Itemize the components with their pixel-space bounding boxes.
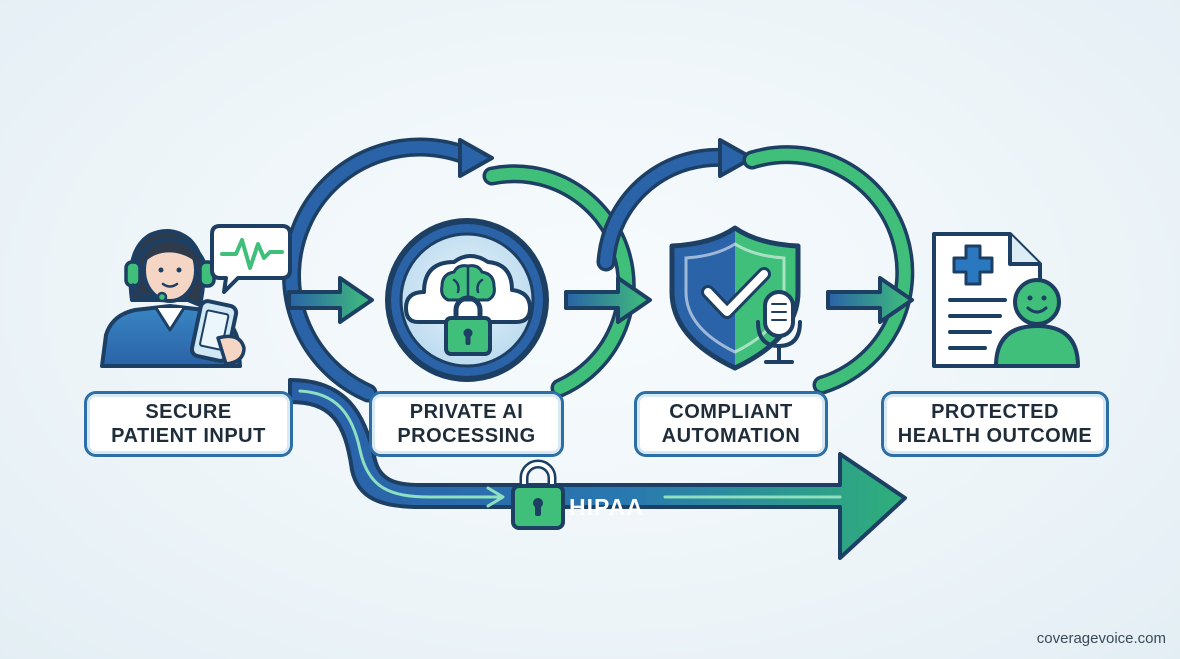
connector-arrow-1 bbox=[287, 276, 374, 324]
stage-label-automation: COMPLIANT AUTOMATION bbox=[634, 391, 828, 457]
hipaa-label: HIPAA bbox=[569, 494, 644, 520]
agent-headset-icon bbox=[100, 229, 246, 368]
hipaa-band-arrow bbox=[288, 378, 907, 560]
padlock-icon bbox=[511, 459, 565, 530]
stage-label-automation-line1: COMPLIANT bbox=[669, 401, 793, 423]
stage-label-input: SECURE PATIENT INPUT bbox=[84, 391, 293, 457]
stage-label-outcome-line1: PROTECTED bbox=[931, 401, 1059, 423]
stage-label-ai: PRIVATE AI PROCESSING bbox=[369, 391, 564, 457]
stage-label-input-line1: SECURE bbox=[145, 401, 232, 423]
stage-label-ai-line1: PRIVATE AI bbox=[409, 401, 524, 423]
speech-bubble-waveform-icon bbox=[210, 224, 292, 294]
stage-label-automation-line2: AUTOMATION bbox=[661, 425, 801, 447]
stage-label-input-line2: PATIENT INPUT bbox=[111, 425, 266, 447]
stage-label-ai-line2: PROCESSING bbox=[397, 425, 536, 447]
cycle-ring-right bbox=[596, 138, 915, 395]
shield-check-mic-icon bbox=[669, 225, 802, 371]
cloud-brain-lock-icon bbox=[385, 218, 549, 382]
stage-label-outcome-line2: HEALTH OUTCOME bbox=[897, 425, 1093, 447]
stage-label-outcome: PROTECTED HEALTH OUTCOME bbox=[881, 391, 1109, 457]
connector-arrow-2 bbox=[564, 276, 652, 324]
cycle-ring-left bbox=[282, 137, 636, 403]
medical-record-patient-icon bbox=[932, 232, 1080, 368]
watermark: coveragevoice.com bbox=[1036, 630, 1166, 647]
connector-arrow-3 bbox=[826, 276, 914, 324]
